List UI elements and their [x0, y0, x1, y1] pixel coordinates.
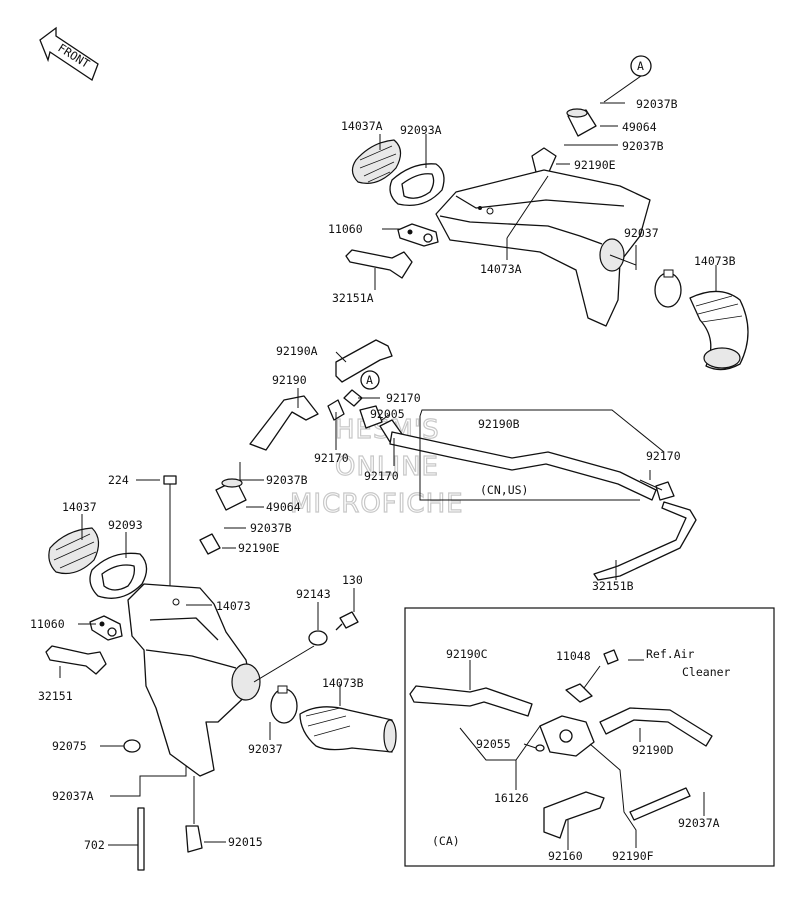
label-92190d: 92190D	[632, 743, 674, 757]
callout-a-top-letter: A	[637, 59, 644, 73]
watermark-line-3: MICROFICHE	[290, 489, 464, 519]
label-ref-cleaner: Cleaner	[682, 665, 731, 679]
label-130: 130	[342, 573, 363, 587]
hose-92190e-upper	[531, 147, 557, 175]
label-11060-lower: 11060	[30, 617, 65, 631]
label-14037a: 14037A	[341, 119, 383, 133]
box-outlet-14073a	[599, 238, 625, 272]
label-49064-mid: 49064	[266, 500, 301, 514]
label-14073b-lower: 14073B	[322, 676, 364, 690]
bolt-224	[163, 475, 177, 485]
clip-92170-b	[327, 399, 345, 421]
hose-92190c	[409, 685, 533, 717]
hose-92190	[249, 395, 319, 451]
pipe-32151b	[593, 501, 697, 581]
label-92037a-lower: 92037A	[52, 789, 94, 803]
label-92170-c: 92170	[364, 469, 399, 483]
label-11060-top: 11060	[328, 222, 363, 236]
label-92190a: 92190A	[276, 344, 318, 358]
label-92190: 92190	[272, 373, 307, 387]
ca-frame	[404, 607, 775, 867]
grommet-92143	[308, 630, 328, 646]
clamp-92037-upper	[654, 272, 682, 308]
ca-detail-box	[404, 607, 775, 867]
label-49064-top: 49064	[622, 120, 657, 134]
label-92037b-top: 92037B	[636, 97, 678, 111]
watermark-line-2: ONLINE	[335, 452, 439, 482]
label-92170-b: 92170	[314, 451, 349, 465]
label-92170-d: 92170	[646, 449, 681, 463]
label-92055: 92055	[476, 737, 511, 751]
label-14073: 14073	[216, 599, 251, 613]
label-92093: 92093	[108, 518, 143, 532]
bolt-130	[335, 611, 359, 631]
label-cn-us: (CN,US)	[480, 483, 528, 497]
oring-92055	[535, 744, 545, 752]
bracket-11060-lower	[89, 615, 123, 641]
fitting-92005	[359, 405, 383, 429]
clip-92015	[185, 825, 203, 853]
label-32151b: 32151B	[592, 579, 634, 593]
labels: 92037B 49064 92037B 92190E 14037A 92093A…	[30, 97, 736, 863]
label-92037b-mid2: 92037B	[250, 521, 292, 535]
hose-92190b	[389, 431, 657, 501]
label-92075: 92075	[52, 739, 87, 753]
hose-92190d	[599, 707, 713, 747]
label-92143: 92143	[296, 587, 331, 601]
label-224: 224	[108, 473, 129, 487]
air-box-14073	[127, 583, 253, 777]
label-92190e-top: 92190E	[574, 158, 616, 172]
pipe-32151a	[345, 249, 413, 279]
duct-14073b-lower	[299, 706, 393, 753]
label-16126: 16126	[494, 791, 529, 805]
screen-14037	[48, 527, 100, 575]
label-92037-top: 92037	[624, 226, 659, 240]
label-92037-lower: 92037	[248, 742, 283, 756]
lower-left-assembly	[45, 475, 397, 871]
label-92190f: 92190F	[612, 849, 654, 863]
label-32151: 32151	[38, 689, 73, 703]
middle-hoses: A	[199, 339, 697, 581]
label-92037b-top2: 92037B	[622, 139, 664, 153]
tube-702	[137, 807, 145, 871]
cn-us-bracket	[419, 409, 665, 453]
bracket-11060-upper	[397, 223, 439, 247]
label-ca: (CA)	[432, 834, 460, 848]
label-92190e-mid: 92190E	[238, 541, 280, 555]
bracket-92160	[543, 791, 605, 839]
bolt-11048	[603, 649, 619, 665]
label-11048: 11048	[556, 649, 591, 663]
label-14037: 14037	[62, 500, 97, 514]
label-92190b: 92190B	[478, 417, 520, 431]
label-ref-air: Ref.Air	[646, 647, 695, 661]
hose-92190f	[629, 787, 691, 821]
label-92093a: 92093A	[400, 123, 442, 137]
label-92005: 92005	[370, 407, 405, 421]
label-14073b-top: 14073B	[694, 254, 736, 268]
label-32151a: 32151A	[332, 291, 374, 305]
hose-92190a	[335, 339, 393, 383]
label-92037a-ca: 92037A	[678, 816, 720, 830]
ca-bracket	[565, 683, 593, 703]
label-702: 702	[84, 838, 105, 852]
clip-92170-d	[655, 481, 675, 501]
callout-a-mid-letter: A	[366, 373, 373, 387]
label-92160: 92160	[548, 849, 583, 863]
box-outlet-14073	[231, 663, 261, 701]
hose-92190e-mid	[199, 533, 221, 555]
clamp-92037-lower	[270, 688, 298, 724]
watermark: HESM'S ONLINE MICROFICHE	[289, 414, 464, 519]
label-14073a: 14073A	[480, 262, 522, 276]
label-92190c: 92190C	[446, 647, 488, 661]
label-92037b-mid: 92037B	[266, 473, 308, 487]
label-92170-a: 92170	[386, 391, 421, 405]
front-arrow-icon: FRONT	[39, 26, 99, 81]
upper-assembly: A	[345, 55, 749, 371]
label-92015: 92015	[228, 835, 263, 849]
pipe-32151	[45, 645, 107, 675]
callout-a-mid	[360, 370, 380, 390]
grommet-92075	[123, 739, 141, 753]
